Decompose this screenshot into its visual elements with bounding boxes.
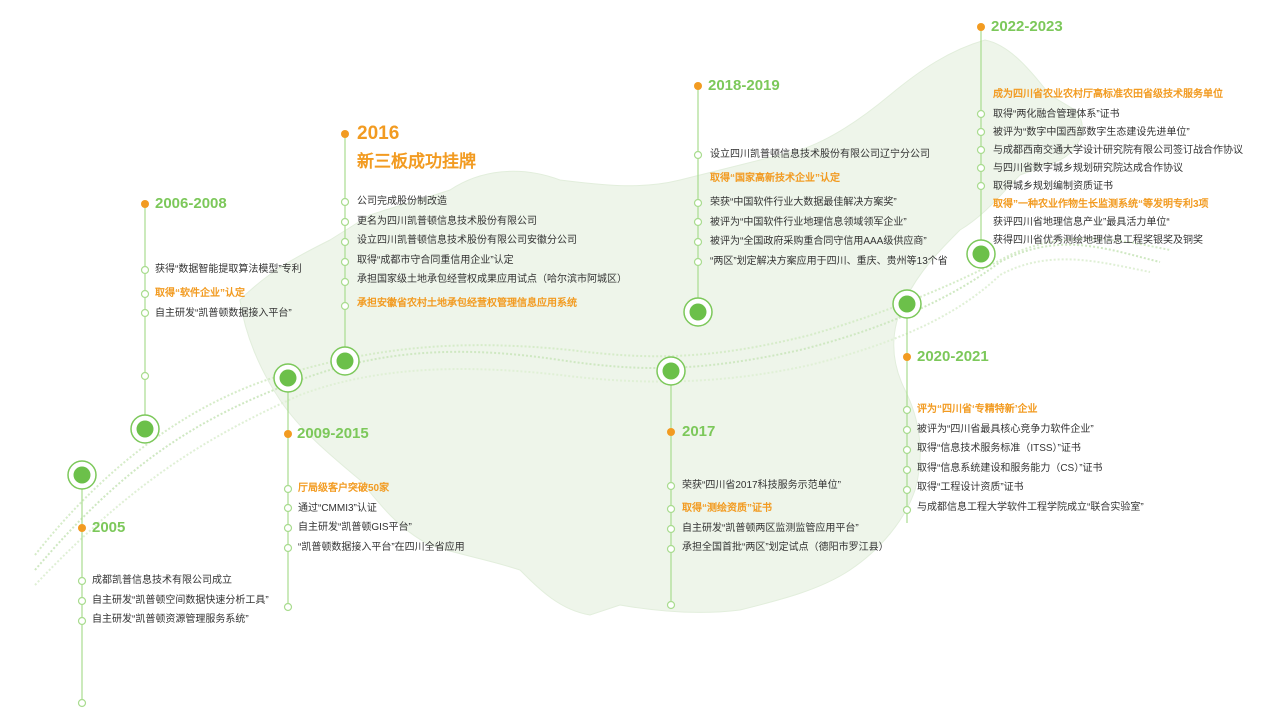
milestone-item: 被评为“全国政府采购重合同守信用AAA级供应商” xyxy=(710,236,927,247)
milestone-item: 取得“成都市守合同重信用企业”认定 xyxy=(357,254,514,266)
milestone-item: 被评为“中国软件行业地理信息领域领军企业” xyxy=(710,216,907,228)
milestone-item: 设立四川凯普顿信息技术股份有限公司安徽分公司 xyxy=(357,235,577,246)
milestone-item-highlight: 评为“四川省‘专精特新’企业 xyxy=(917,404,1038,415)
milestone-item: 自主研发“凯普顿资源管理服务系统” xyxy=(92,614,249,625)
milestone-item: 荣获“四川省2017科技服务示范单位” xyxy=(682,480,841,491)
year-label-2005: 2005 xyxy=(92,519,126,536)
node-2009-2015 xyxy=(273,363,303,393)
milestone-item-highlight: 取得“测绘资质”证书 xyxy=(682,503,772,514)
milestone-item: 被评为“四川省最具核心竞争力软件企业” xyxy=(917,423,1094,435)
year-label-2009-2015: 2009-2015 xyxy=(297,425,369,442)
node-2006-2008 xyxy=(130,414,160,444)
milestone-item: 更名为四川凯普顿信息技术股份有限公司 xyxy=(357,215,537,227)
milestone-item: 被评为“数字中国西部数字生态建设先进单位” xyxy=(993,127,1190,138)
china-map-silhouette xyxy=(239,39,1083,616)
node-2018-2019 xyxy=(683,297,713,327)
milestone-item: 承担全国首批“两区”划定试点（德阳市罗江县） xyxy=(682,542,889,553)
milestone-item: 与四川省数字城乡规划研究院达成合作协议 xyxy=(993,163,1183,174)
milestone-item: 荣获“中国软件行业大数据最佳解决方案奖” xyxy=(710,197,897,208)
milestone-item: 与成都西南交通大学设计研究院有限公司签订战合作协议 xyxy=(993,145,1243,156)
milestone-2005-items: 成都凯普信息技术有限公司成立 自主研发“凯普顿空间数据快速分析工具” 自主研发“… xyxy=(92,571,269,630)
node-2020-2021 xyxy=(892,289,922,319)
milestone-item-highlight: 厅局级客户突破50家 xyxy=(298,483,390,494)
item-bullets xyxy=(77,109,986,708)
year-label-2006-2008: 2006-2008 xyxy=(155,195,227,212)
node-2017 xyxy=(656,356,686,386)
year-label-2020-2021: 2020-2021 xyxy=(917,348,989,365)
milestone-2016-subtitle: 新三板成功挂牌 xyxy=(357,152,476,171)
milestone-item: 自主研发“凯普顿空间数据快速分析工具” xyxy=(92,594,269,606)
milestone-item-highlight: 取得”一种农业作物生长监测系统“等发明专利3项 xyxy=(993,199,1209,210)
milestone-2016-items: 公司完成股份制改造 更名为四川凯普顿信息技术股份有限公司 设立四川凯普顿信息技术… xyxy=(357,192,627,314)
milestone-item: 成都凯普信息技术有限公司成立 xyxy=(92,575,232,586)
milestone-item: 取得“两化融合管理体系”证书 xyxy=(993,109,1120,120)
milestone-item: 与成都信息工程大学软件工程学院成立“联合实验室” xyxy=(917,501,1144,513)
milestone-item: 承担国家级土地承包经营权成果应用试点（哈尔滨市阿城区） xyxy=(357,274,627,285)
year-label-2022-2023: 2022-2023 xyxy=(991,18,1063,35)
wave-nodes xyxy=(67,239,996,490)
milestone-item: “凯普顿数据接入平台”在四川全省应用 xyxy=(298,541,465,553)
year-label-2017: 2017 xyxy=(682,423,716,440)
milestone-2017-items: 荣获“四川省2017科技服务示范单位” 取得“测绘资质”证书 自主研发“凯普顿两… xyxy=(682,476,889,558)
milestone-item-highlight: 成为四川省农业农村厅高标准农田省级技术服务单位 xyxy=(993,89,1223,100)
milestone-item: 获得四川省优秀测绘地理信息工程奖银奖及铜奖 xyxy=(993,235,1203,246)
milestone-item: 通过“CMMI3”认证 xyxy=(298,502,377,514)
milestone-item-highlight: 承担安徽省农村土地承包经营权管理信息应用系统 xyxy=(357,298,577,309)
milestone-item: 自主研发“凯普顿数据接入平台” xyxy=(155,307,292,319)
milestone-2018-2019-items: 设立四川凯普顿信息技术股份有限公司辽宁分公司 取得“国家高新技术企业”认定 荣获… xyxy=(710,145,948,271)
milestone-2006-2008-items: 获得“数据智能提取算法模型”专利 取得“软件企业”认定 自主研发“凯普顿数据接入… xyxy=(155,260,302,323)
milestone-item: 取得城乡规划编制资质证书 xyxy=(993,181,1113,192)
milestone-item-highlight: 取得“软件企业”认定 xyxy=(155,288,245,299)
milestone-item: 设立四川凯普顿信息技术股份有限公司辽宁分公司 xyxy=(710,149,930,160)
milestone-item: 自主研发“凯普顿两区监测监管应用平台” xyxy=(682,522,859,534)
year-label-2018-2019: 2018-2019 xyxy=(708,77,780,94)
year-label-2016: 2016 xyxy=(357,123,400,144)
milestone-item: 取得“信息技术服务标准（ITSS）”证书 xyxy=(917,443,1081,454)
milestone-2009-2015-items: 厅局级客户突破50家 通过“CMMI3”认证 自主研发“凯普顿GIS平台” “凯… xyxy=(298,479,465,557)
milestone-2020-2021-items: 评为“四川省‘专精特新’企业 被评为“四川省最具核心竞争力软件企业” 取得“信息… xyxy=(917,400,1144,517)
year-dots xyxy=(78,23,985,532)
milestone-item: 自主研发“凯普顿GIS平台” xyxy=(298,522,412,533)
node-2022-2023 xyxy=(966,239,996,269)
milestone-item: “两区”划定解决方案应用于四川、重庆、贵州等13个省 xyxy=(710,255,948,267)
binary-wave xyxy=(34,237,1171,586)
node-2016 xyxy=(330,346,360,376)
node-2005 xyxy=(67,460,97,490)
milestone-item: 获评四川省地理信息产业”最具活力单位“ xyxy=(993,217,1170,228)
milestone-2022-2023-items: 成为四川省农业农村厅高标准农田省级技术服务单位 取得“两化融合管理体系”证书 被… xyxy=(993,86,1243,250)
milestone-item: 获得“数据智能提取算法模型”专利 xyxy=(155,264,302,275)
milestone-item: 公司完成股份制改造 xyxy=(357,196,447,207)
milestone-item: 取得“信息系统建设和服务能力（CS）”证书 xyxy=(917,462,1103,474)
milestone-item: 取得“工程设计资质”证书 xyxy=(917,482,1024,493)
milestone-item-highlight: 取得“国家高新技术企业”认定 xyxy=(710,173,840,184)
